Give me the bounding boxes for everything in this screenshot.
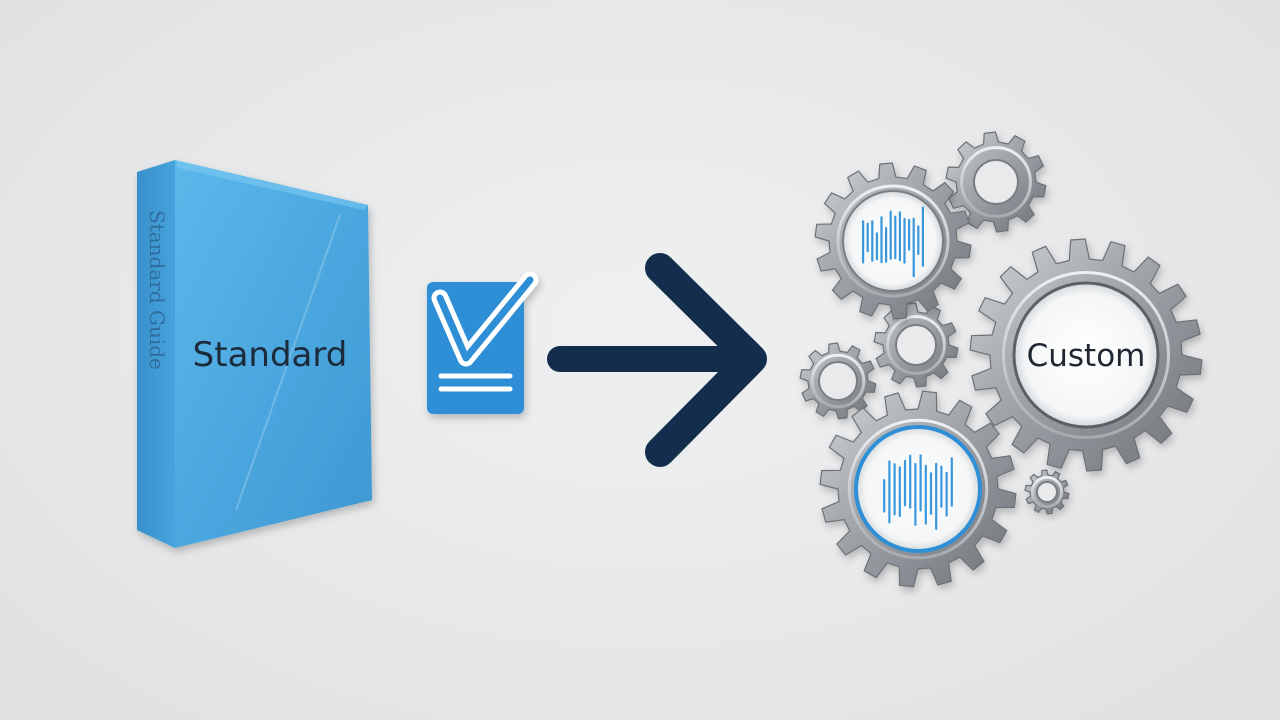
box-top-edge <box>175 160 368 210</box>
custom-label: Custom <box>1027 338 1146 374</box>
gear-left-small-rim <box>810 353 866 409</box>
gear-top-left <box>814 162 972 320</box>
gear-tiny <box>1024 469 1070 515</box>
gear-mid-small-rim <box>886 315 946 375</box>
gear-mid-small <box>873 302 959 388</box>
gear-large-custom-ring <box>1012 281 1160 429</box>
gear-tiny-rim <box>1030 475 1064 509</box>
box-front <box>175 160 372 548</box>
gear-tiny-hub <box>1036 481 1058 503</box>
gear-top-left-rim <box>836 184 950 298</box>
gear-bottom-rim <box>847 418 989 560</box>
gear-top-small <box>945 131 1047 233</box>
gear-bottom <box>819 390 1017 588</box>
gear-large-custom-rim <box>1001 270 1171 440</box>
gear-top-small-hub <box>973 159 1019 205</box>
gear-top-small-rim <box>960 146 1032 218</box>
gear-mid-small-hub <box>895 324 937 366</box>
gear-left-small <box>799 342 877 420</box>
gear-bottom-pattern <box>883 454 953 531</box>
standard-label: Standard <box>193 335 348 375</box>
right-arrow-icon <box>547 253 767 467</box>
gear-top-left-pattern <box>861 206 925 278</box>
checklist-icon <box>427 271 539 414</box>
software-box-icon: Standard Guide Standard <box>137 160 372 548</box>
gear-bottom-ring <box>854 425 982 553</box>
box-spine <box>137 160 175 548</box>
gears-icon <box>799 131 1203 588</box>
gear-left-small-hub <box>818 361 858 401</box>
box-spine-text: Standard Guide <box>145 210 169 370</box>
checkmark-inner <box>436 276 534 362</box>
gear-large-custom <box>969 238 1203 472</box>
arrow-head <box>645 253 767 467</box>
box-glare <box>235 214 341 511</box>
gear-top-left-hub <box>842 190 944 292</box>
